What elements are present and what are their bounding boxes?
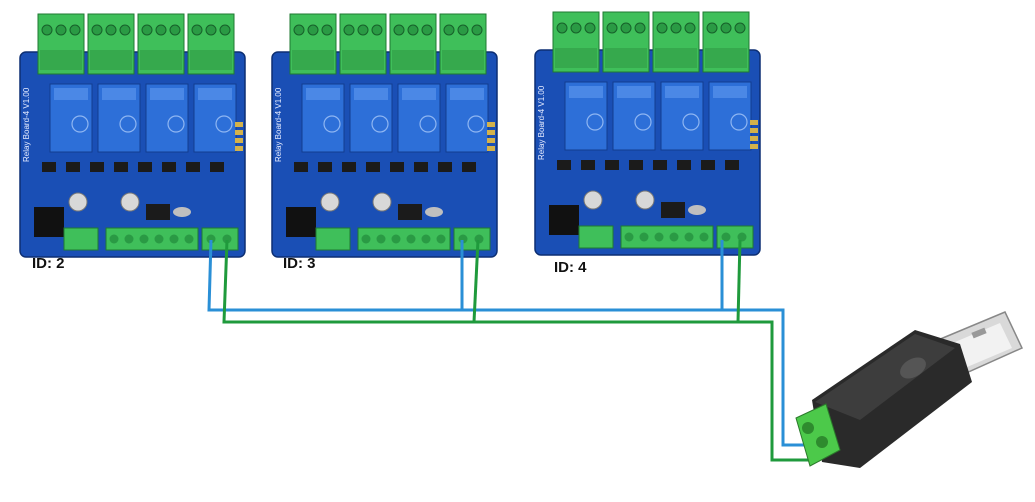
adapter-body xyxy=(812,330,972,468)
relay-terminal-block xyxy=(339,13,387,75)
relay-terminal-block xyxy=(602,11,650,73)
power-terminal xyxy=(578,225,614,249)
board-silkscreen-text: Relay Board-4 V1.00 xyxy=(537,85,546,160)
input-terminal xyxy=(105,227,199,251)
ic-chip xyxy=(398,204,422,220)
rs485-b-wire xyxy=(222,239,820,462)
relay-terminal-block xyxy=(37,13,85,75)
input-terminal xyxy=(620,225,714,249)
adapter-terminal xyxy=(795,403,841,467)
board-id-label-4: ID: 4 xyxy=(554,259,587,276)
relay-terminal-block xyxy=(289,13,337,75)
input-terminal xyxy=(357,227,451,251)
ic-chip xyxy=(146,204,170,220)
relay-terminal-block xyxy=(439,13,487,75)
usb-logo-icon xyxy=(900,357,926,379)
relay-terminal-block xyxy=(87,13,135,75)
relay-board-4: Relay Board-4 V1.00 xyxy=(534,11,761,256)
relay-terminal-block xyxy=(552,11,600,73)
board-id-label-3: ID: 3 xyxy=(283,255,316,272)
ic-chip xyxy=(661,202,685,218)
board-silkscreen-text: Relay Board-4 V1.00 xyxy=(22,87,31,162)
relay-board-2: Relay Board-4 V1.00 xyxy=(19,13,246,258)
relay-terminal-block xyxy=(137,13,185,75)
relay-terminal-block xyxy=(652,11,700,73)
relay-terminal-block xyxy=(187,13,235,75)
usb-rs485-adapter xyxy=(795,311,1024,468)
dc-jack xyxy=(34,207,64,237)
power-terminal xyxy=(63,227,99,251)
relay-terminal-block xyxy=(702,11,750,73)
board-id-label-2: ID: 2 xyxy=(32,255,65,272)
power-terminal xyxy=(315,227,351,251)
dc-jack xyxy=(549,205,579,235)
relay-terminal-block xyxy=(389,13,437,75)
rs485-a-wire xyxy=(207,239,808,447)
dc-jack xyxy=(286,207,316,237)
relay-board-3: Relay Board-4 V1.00 xyxy=(271,13,498,258)
board-silkscreen-text: Relay Board-4 V1.00 xyxy=(274,87,283,162)
rs485-terminal xyxy=(716,225,754,249)
